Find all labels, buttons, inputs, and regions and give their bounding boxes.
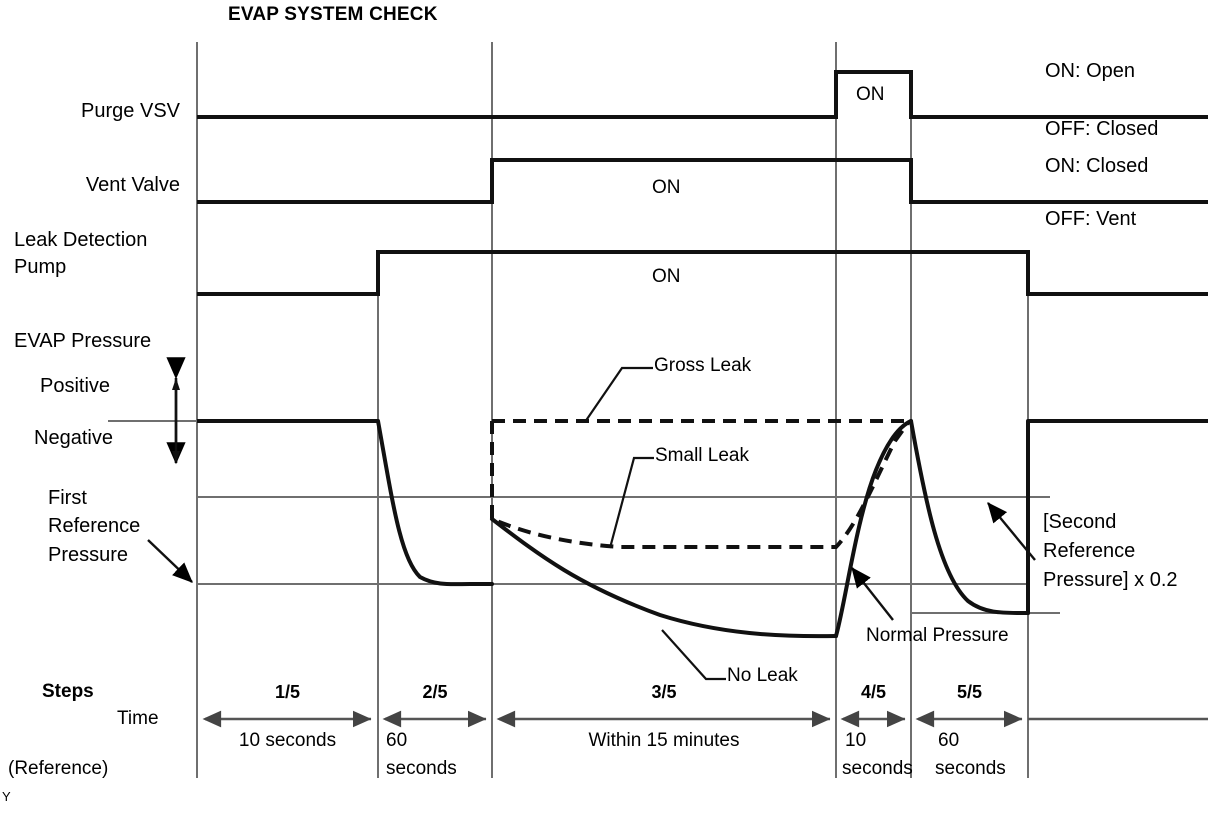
label-second-reference-line1: [Second xyxy=(1043,511,1117,533)
callout-normal-pressure: Normal Pressure xyxy=(866,625,1009,646)
small-leak-leader-path xyxy=(608,456,654,549)
no-leak-step4 xyxy=(834,419,913,638)
no-leak-step2 xyxy=(376,419,494,587)
label-evap-pressure: EVAP Pressure xyxy=(14,330,152,352)
label-vent-off-state: OFF: Vent xyxy=(1045,208,1137,230)
callout-small-leak: Small Leak xyxy=(655,445,749,466)
normal-pressure-arrow xyxy=(851,567,894,621)
normal-pressure-leader xyxy=(851,567,894,621)
axis-time-label: Time xyxy=(117,708,159,729)
vent-valve-signal xyxy=(197,158,1208,204)
step-id-2: 2/5 xyxy=(422,682,448,702)
leak-detection-pump-signal xyxy=(197,250,1208,296)
small-leak-curve xyxy=(490,421,910,549)
gross-leak-leader-path xyxy=(584,366,653,423)
label-first-reference-line3: Pressure xyxy=(48,544,129,566)
callout-no-leak: No Leak xyxy=(727,665,798,686)
label-vent-valve: Vent Valve xyxy=(85,174,180,196)
axis-reference-label: (Reference) xyxy=(8,758,109,779)
step-id-4: 4/5 xyxy=(860,682,887,702)
label-leak-detection-pump-line2: Pump xyxy=(14,256,67,278)
step-duration-5-unit: seconds xyxy=(935,758,1006,779)
label-positive: Positive xyxy=(40,375,111,397)
step-duration-1: 10 seconds xyxy=(238,730,337,751)
corner-mark: Y xyxy=(2,789,11,804)
axis-steps-label: Steps xyxy=(42,681,94,702)
small-leak-path xyxy=(490,421,910,549)
vertical-gridlines xyxy=(196,42,1029,778)
second-reference-leader xyxy=(987,502,1036,561)
purge-vsv-on-label: ON xyxy=(856,84,885,105)
step-duration-2-num: 60 xyxy=(386,730,408,751)
step-duration-4-unit: seconds xyxy=(842,758,913,779)
step-duration-2-unit: seconds xyxy=(386,758,457,779)
step-duration-4-num: 10 xyxy=(845,730,867,751)
label-vent-on-state: ON: Closed xyxy=(1045,155,1149,177)
step-duration-5-num: 60 xyxy=(938,730,960,751)
first-reference-leader xyxy=(147,539,193,583)
small-leak-leader xyxy=(608,456,654,549)
second-reference-arrow xyxy=(987,502,1036,561)
step-id-5: 5/5 xyxy=(956,682,983,702)
first-reference-arrow xyxy=(147,539,193,583)
label-second-reference-line2: Reference xyxy=(1043,540,1136,562)
page-title: EVAP SYSTEM CHECK xyxy=(228,4,438,25)
vent-valve-on-label: ON xyxy=(652,177,681,198)
pump-on-label: ON xyxy=(652,266,681,287)
purge-vsv-signal xyxy=(197,70,1208,119)
callout-gross-leak: Gross Leak xyxy=(654,355,752,376)
step-id-3: 3/5 xyxy=(651,682,677,702)
label-purge-off-state: OFF: Closed xyxy=(1045,118,1159,140)
label-negative: Negative xyxy=(34,427,113,449)
label-first-reference-line1: First xyxy=(48,487,87,509)
no-leak-leader-path xyxy=(661,629,726,681)
no-leak-curve xyxy=(376,419,1030,639)
no-leak-step5 xyxy=(909,419,1030,616)
label-purge-on-state: ON: Open xyxy=(1045,60,1136,82)
label-leak-detection-pump-line1: Leak Detection xyxy=(14,229,148,251)
label-purge-vsv: Purge VSV xyxy=(81,100,180,122)
no-leak-step3 xyxy=(490,517,838,639)
label-second-reference-line3: Pressure] x 0.2 xyxy=(1043,569,1178,591)
gross-leak-leader xyxy=(584,366,653,423)
no-leak-leader xyxy=(661,629,726,681)
label-first-reference-line2: Reference xyxy=(48,515,141,537)
step-duration-3: Within 15 minutes xyxy=(588,730,740,751)
step-id-1: 1/5 xyxy=(274,682,301,702)
